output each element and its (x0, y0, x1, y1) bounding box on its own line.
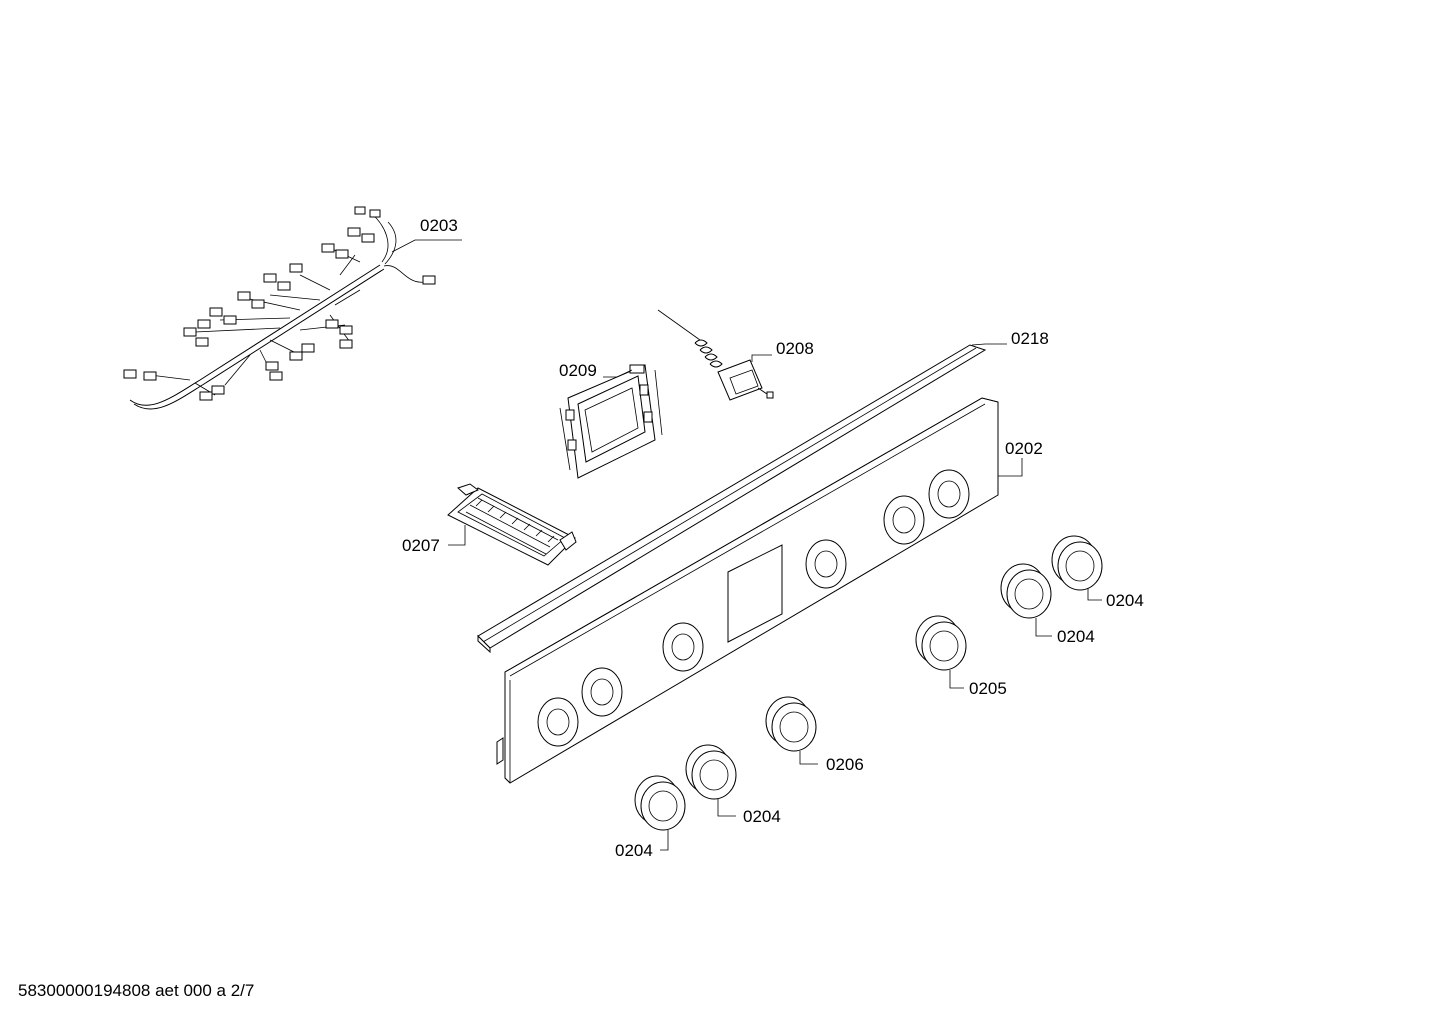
callout-0204-b: 0204 (1057, 627, 1095, 646)
callout-0204-a: 0204 (1106, 591, 1144, 610)
knob-0204-b (1000, 563, 1052, 619)
callout-0204-c: 0204 (743, 807, 781, 826)
callout-0207: 0207 (402, 536, 440, 555)
leader-0204-c: 0204 (717, 799, 781, 826)
knob-0204-a (1051, 535, 1103, 591)
leader-0202: 0202 (998, 439, 1043, 477)
control-panel (496, 397, 999, 784)
leader-0205: 0205 (949, 670, 1007, 698)
leader-0204-b: 0204 (1035, 618, 1095, 646)
leader-0209: 0209 (559, 361, 633, 380)
callout-0206: 0206 (826, 755, 864, 774)
document-footer: 58300000194808 aet 000 a 2/7 (18, 981, 255, 1000)
leader-0207: 0207 (402, 525, 466, 555)
callout-0204-d: 0204 (615, 841, 653, 860)
display-window (727, 544, 783, 643)
knob-0206 (765, 696, 817, 752)
knob-0204-d (634, 775, 686, 831)
wiring-harness (123, 206, 436, 410)
leader-0208: 0208 (751, 339, 814, 362)
callout-0202: 0202 (1005, 439, 1043, 458)
leader-0218: 0218 (971, 329, 1049, 348)
thermostat (657, 309, 774, 401)
knob-0204-c (685, 744, 737, 800)
trim-strip (477, 344, 987, 654)
leader-0206: 0206 (799, 751, 864, 774)
leader-0204-a: 0204 (1087, 588, 1144, 610)
callout-0208: 0208 (776, 339, 814, 358)
knob-0205 (915, 615, 967, 671)
panel-openings (537, 469, 970, 747)
callout-0205: 0205 (969, 679, 1007, 698)
leader-0204-d: 0204 (615, 830, 669, 860)
callout-0218: 0218 (1011, 329, 1049, 348)
terminal-block (447, 483, 577, 566)
callout-0203: 0203 (420, 216, 458, 235)
callout-0209: 0209 (559, 361, 597, 380)
leader-0203: 0203 (391, 216, 462, 253)
harness-connectors (123, 206, 436, 401)
electronic-module (559, 364, 663, 479)
